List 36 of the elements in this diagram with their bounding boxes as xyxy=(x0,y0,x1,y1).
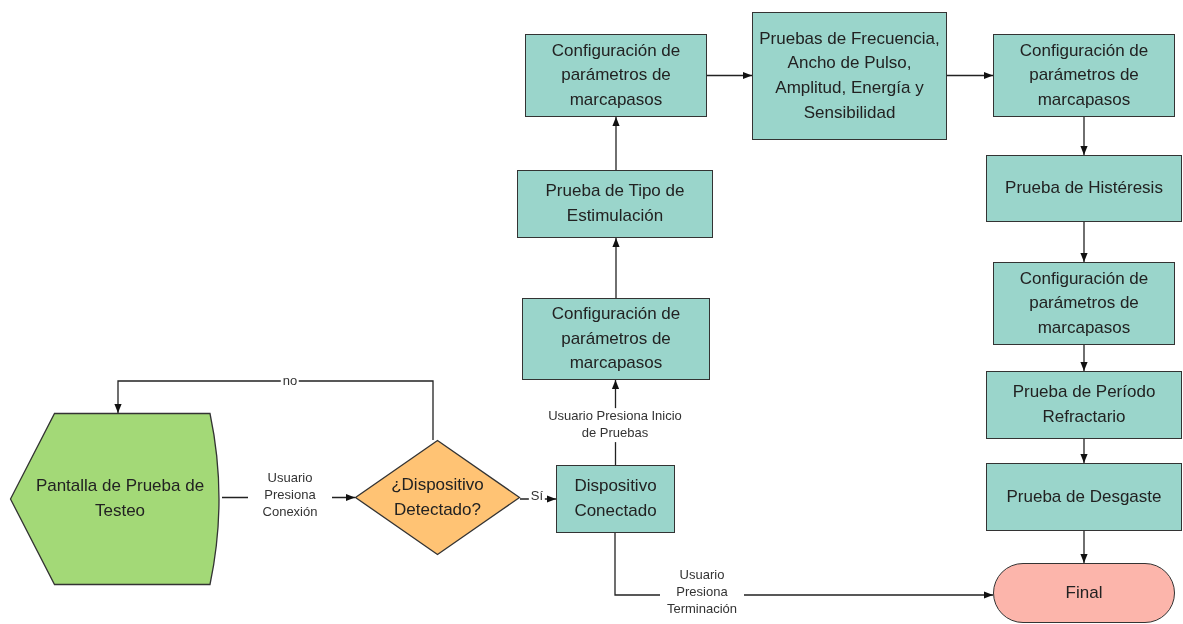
node-label: Prueba de Desgaste xyxy=(1006,485,1162,508)
arrow xyxy=(114,380,434,441)
arrow xyxy=(612,237,620,299)
arrow xyxy=(706,71,753,80)
display-hexagon xyxy=(10,413,222,585)
arrow xyxy=(1080,344,1088,372)
node-label: Configuración de parámetros de marcapasos xyxy=(550,39,682,111)
node-label: Final xyxy=(1065,581,1103,604)
arrow xyxy=(946,71,994,80)
process-box xyxy=(752,12,947,140)
arrow xyxy=(1080,530,1088,564)
arrow xyxy=(612,116,620,171)
node-label: Configuración de parámetros de marcapasos xyxy=(550,303,682,375)
arrow xyxy=(1080,221,1088,263)
node-label: Pantalla de Prueba de Testeo xyxy=(34,475,206,522)
process-box xyxy=(517,170,713,238)
arrow xyxy=(1080,116,1088,156)
node-label: Prueba de Histéresis xyxy=(1005,177,1163,200)
terminal-pill xyxy=(993,563,1175,623)
process-box xyxy=(525,34,707,117)
arrow xyxy=(1080,438,1088,464)
process-box xyxy=(993,34,1175,117)
node-label: Prueba de Tipo de Estimulación xyxy=(544,180,686,227)
process-box xyxy=(986,463,1182,531)
decision-diamond xyxy=(355,440,520,555)
process-box xyxy=(986,371,1182,439)
node-label: ¿Dispositivo Detectado? xyxy=(390,473,485,521)
process-box xyxy=(556,465,675,533)
node-label: Configuración de parámetros de marcapasos xyxy=(1018,267,1150,339)
node-label: Pruebas de Frecuencia, Ancho de Pulso, Amplitud, Energía y Sensibilidad xyxy=(758,27,941,124)
node-label: Configuración de parámetros de marcapasos xyxy=(1018,39,1150,111)
process-box xyxy=(993,262,1175,345)
process-box xyxy=(522,298,710,380)
node-label: Prueba de Período Refractario xyxy=(1011,381,1157,428)
process-box xyxy=(986,155,1182,222)
node-label: Dispositivo Conectado xyxy=(573,475,658,522)
